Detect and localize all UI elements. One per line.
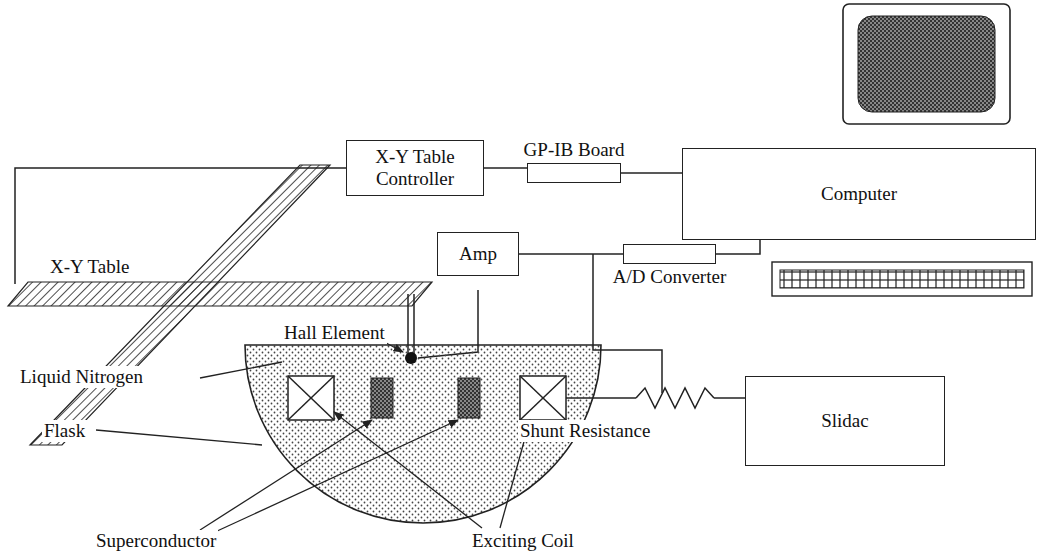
superconductor xyxy=(371,378,480,418)
part-label: Flask xyxy=(42,420,87,442)
box-label: Slidac xyxy=(815,408,875,434)
part-label: Liquid Nitrogen xyxy=(18,366,145,388)
part-label: Exciting Coil xyxy=(470,530,576,552)
box-label: Computer xyxy=(815,181,903,207)
part-label: Shunt Resistance xyxy=(518,420,652,442)
amp-box: Amp xyxy=(437,232,519,276)
computer-box: Computer xyxy=(682,148,1036,240)
box-label: A/D Converter xyxy=(611,266,728,288)
keyboard xyxy=(772,262,1032,296)
controller-box: X-Y Table Controller xyxy=(346,140,484,196)
exciting-coil xyxy=(288,376,566,420)
converter-box: A/D Converter xyxy=(623,244,716,264)
part-label: Superconductor xyxy=(94,530,218,552)
signal-wire xyxy=(519,254,623,255)
part-label: X-Y Table xyxy=(48,256,131,278)
box-label: X-Y Table Controller xyxy=(347,144,483,192)
keyboard-keys xyxy=(780,270,1024,288)
signal-wire xyxy=(484,168,527,169)
signal-wire xyxy=(621,173,682,174)
signal-wire xyxy=(716,240,760,254)
board-box: GP-IB Board xyxy=(527,163,621,183)
leader-line xyxy=(96,337,530,532)
box-label: Amp xyxy=(453,241,503,267)
part-label: Hall Element xyxy=(282,322,387,344)
box-label: GP-IB Board xyxy=(522,139,627,161)
monitor xyxy=(843,4,1010,124)
slidac-box: Slidac xyxy=(745,376,945,466)
